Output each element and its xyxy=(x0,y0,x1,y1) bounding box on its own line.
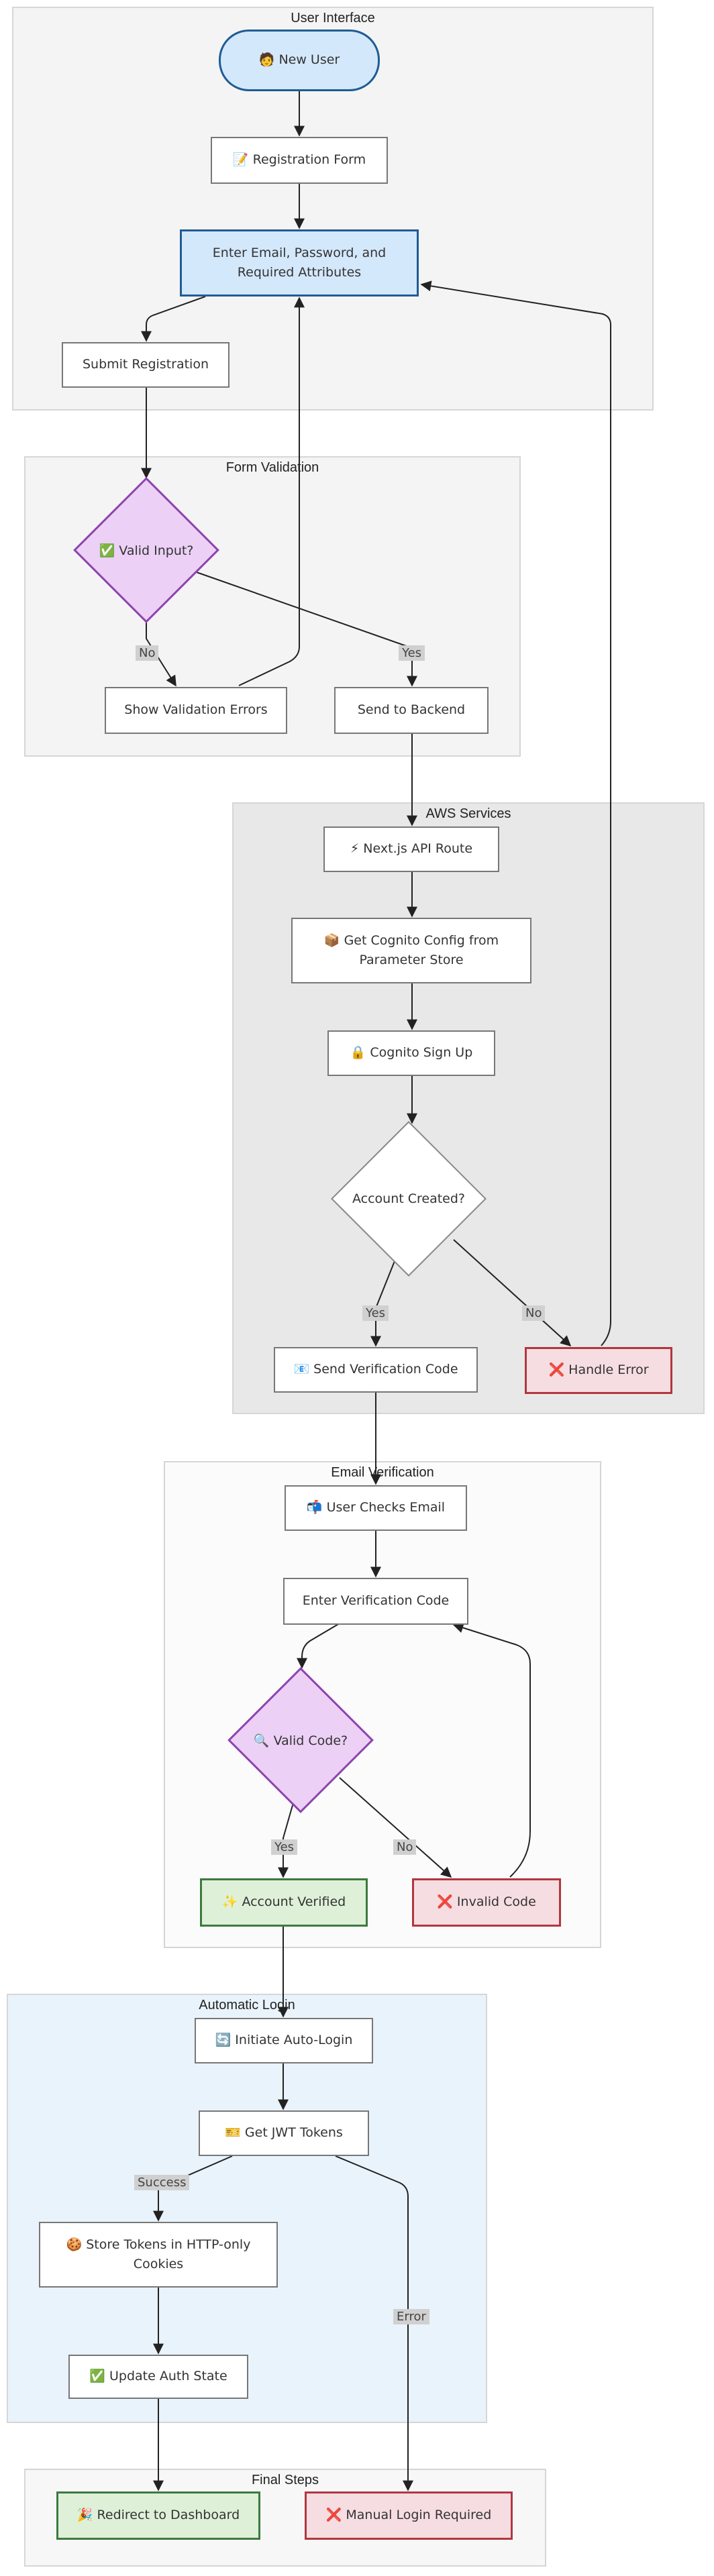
edge-label-error: Error xyxy=(393,2309,429,2324)
cluster-title-user-interface: User Interface xyxy=(291,11,375,25)
edge-created-yes-to-code xyxy=(370,1260,395,1347)
node-get-cognito-config[interactable]: 📦 Get Cognito Config from Parameter Stor… xyxy=(291,918,531,983)
edge-label-yes-validation: Yes xyxy=(399,645,425,661)
edge-valid-code-no xyxy=(339,1777,452,1878)
edge-enter-code-to-valid xyxy=(297,1623,340,1669)
node-account-created[interactable]: Account Created? xyxy=(352,1191,466,1206)
edge-label-no-validation: No xyxy=(136,645,159,661)
cluster-aws-services: AWS Services xyxy=(232,802,705,1414)
node-nextjs-api-route[interactable]: ⚡ Next.js API Route xyxy=(323,826,499,872)
cluster-automatic-login: Automatic Login xyxy=(7,1994,487,2423)
node-manual-login-required[interactable]: ❌ Manual Login Required xyxy=(305,2491,513,2540)
node-invalid-code[interactable]: ❌ Invalid Code xyxy=(412,1878,561,1927)
node-new-user[interactable]: 🧑 New User xyxy=(219,30,380,91)
node-user-checks-email[interactable]: 📬 User Checks Email xyxy=(285,1485,467,1531)
node-show-validation-errors[interactable]: Show Validation Errors xyxy=(105,687,287,734)
edge-valid-yes-to-backend xyxy=(194,571,417,687)
node-handle-error[interactable]: ❌ Handle Error xyxy=(525,1347,672,1394)
cluster-title-aws-services: AWS Services xyxy=(425,806,511,821)
edge-jwt-error-to-manual xyxy=(335,2155,413,2491)
node-enter-details[interactable]: Enter Email, Password, and Required Attr… xyxy=(180,229,419,297)
edge-invalid-to-enter-code xyxy=(452,1622,531,1878)
node-cognito-sign-up[interactable]: 🔒 Cognito Sign Up xyxy=(327,1030,495,1076)
node-send-to-backend[interactable]: Send to Backend xyxy=(334,687,489,734)
node-initiate-auto-login[interactable]: 🔄 Initiate Auto-Login xyxy=(195,2018,373,2063)
edge-valid-code-yes xyxy=(278,1800,295,1878)
node-get-jwt-tokens[interactable]: 🎫 Get JWT Tokens xyxy=(199,2110,369,2156)
edge-enter-to-submit xyxy=(141,296,206,342)
node-update-auth-state[interactable]: ✅ Update Auth State xyxy=(68,2355,248,2399)
edge-created-no-to-error xyxy=(453,1239,572,1347)
edge-label-no-code: No xyxy=(393,1839,417,1855)
edge-label-yes-code: Yes xyxy=(271,1839,298,1855)
cluster-title-automatic-login: Automatic Login xyxy=(199,1998,295,2012)
node-send-verification-code[interactable]: 📧 Send Verification Code xyxy=(274,1347,478,1393)
cluster-title-final-steps: Final Steps xyxy=(251,2473,319,2487)
node-account-verified[interactable]: ✨ Account Verified xyxy=(200,1878,368,1927)
edge-error-to-enter xyxy=(420,280,611,1346)
edge-label-no-created: No xyxy=(522,1305,546,1321)
node-enter-verification-code[interactable]: Enter Verification Code xyxy=(283,1578,468,1625)
cluster-email-verification: Email Verification xyxy=(164,1461,601,1948)
node-valid-input[interactable]: ✅ Valid Input? xyxy=(99,543,194,558)
cluster-title-form-validation: Form Validation xyxy=(225,460,319,475)
node-submit-registration[interactable]: Submit Registration xyxy=(62,342,230,388)
node-registration-form[interactable]: 📝 Registration Form xyxy=(211,137,388,184)
edge-label-success: Success xyxy=(134,2175,190,2190)
edge-label-yes-created: Yes xyxy=(362,1305,389,1321)
node-valid-code[interactable]: 🔍 Valid Code? xyxy=(253,1733,348,1748)
edge-valid-no-to-errors xyxy=(146,623,176,687)
edge-errors-to-enter xyxy=(238,297,305,686)
node-redirect-to-dashboard[interactable]: 🎉 Redirect to Dashboard xyxy=(56,2491,260,2540)
node-store-tokens[interactable]: 🍪 Store Tokens in HTTP-only Cookies xyxy=(39,2222,278,2288)
cluster-title-email-verification: Email Verification xyxy=(331,1465,434,1480)
